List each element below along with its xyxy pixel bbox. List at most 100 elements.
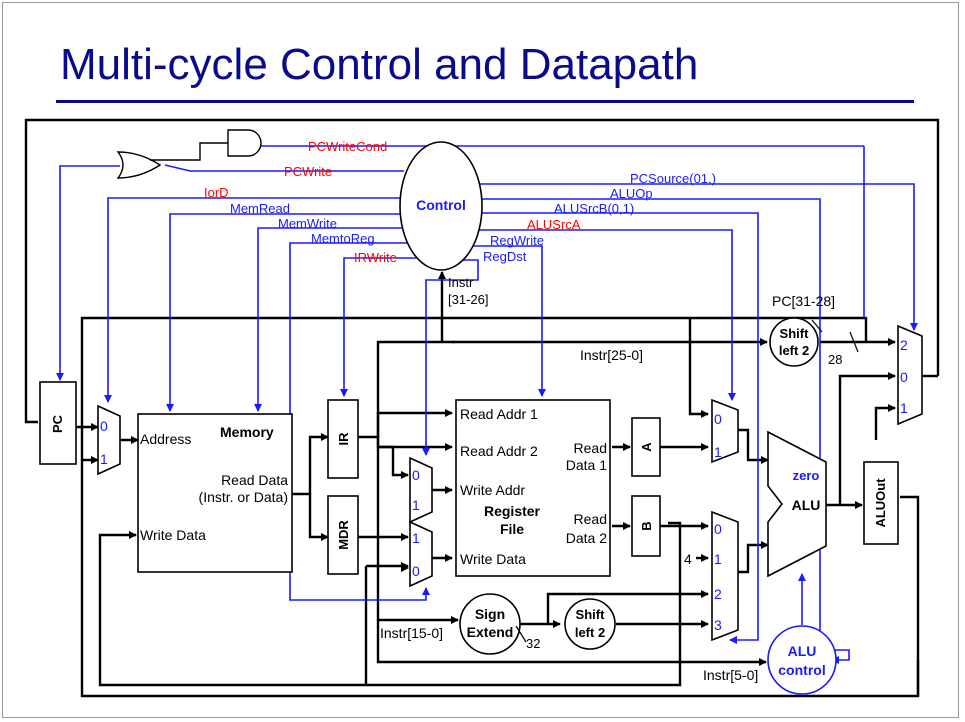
signal-memread: MemRead — [230, 201, 290, 216]
alu — [767, 430, 827, 578]
shift-upper-line2: left 2 — [779, 343, 809, 358]
bus-instr-15-0: Instr[15-0] — [380, 625, 443, 641]
slide-title: Multi-cycle Control and Datapath — [60, 40, 699, 89]
register-file — [455, 399, 611, 577]
alu-control-line2: control — [778, 662, 825, 678]
address-mux-input-1: 1 — [100, 451, 108, 467]
rf-read-addr-2: Read Addr 2 — [460, 443, 538, 459]
memtoreg-mux-input-1: 1 — [412, 530, 420, 546]
alu-control-line1: ALU — [788, 643, 817, 659]
alusrcb-mux-input-2: 2 — [714, 586, 722, 602]
bus-instr-5-0: Instr[5-0] — [703, 667, 758, 683]
sign-extend-line2: Extend — [467, 624, 514, 640]
rf-read-data-2-a: Read — [574, 511, 607, 527]
register-b — [631, 495, 661, 557]
memtoreg-mux-input-0: 0 — [412, 563, 420, 579]
pc-label: PC — [50, 414, 65, 433]
memtoreg-mux — [409, 520, 433, 588]
signal-regwrite: RegWrite — [490, 233, 544, 248]
shift-lower-line2: left 2 — [575, 625, 605, 640]
control-instr-range: [31-26] — [448, 292, 488, 307]
memory-title: Memory — [220, 424, 274, 440]
and-gate — [227, 129, 262, 157]
register-file-ports: Read Addr 1 Read Addr 2 Write Addr Write… — [460, 406, 607, 567]
signal-alusrcb: ALUSrcB(0,1) — [554, 201, 634, 216]
memory-read-data-sub: (Instr. or Data) — [199, 489, 288, 505]
instruction-register — [327, 399, 359, 479]
pcsource-mux-input-2: 2 — [900, 337, 908, 353]
control-wires — [56, 145, 918, 664]
reg-a-label: A — [639, 442, 654, 452]
memory-address-port: Address — [140, 431, 191, 447]
bus-pc-31-28: PC[31-28] — [772, 293, 835, 309]
control-signal-labels: PCWriteCond PCWrite IorD MemRead MemWrit… — [204, 139, 716, 265]
alu-label: ALU — [792, 497, 821, 513]
pcsource-mux-input-0: 0 — [900, 369, 908, 385]
mdr-label: MDR — [336, 520, 351, 550]
memory-read-data-port: Read Data — [221, 472, 288, 488]
alu-zero-label: zero — [793, 468, 820, 483]
control-unit — [399, 141, 483, 271]
aluout-register — [863, 461, 899, 545]
alusrca-mux — [711, 398, 739, 464]
signal-alusrca: ALUSrcA — [527, 217, 581, 232]
reg-b-label: B — [639, 521, 654, 530]
bus-instr-25-0: Instr[25-0] — [580, 347, 643, 363]
signal-memwrite: MemWrite — [278, 216, 337, 231]
shift-lower-line1: Shift — [576, 607, 606, 622]
signal-aluop: ALUOp — [610, 186, 653, 201]
bus-width-32: 32 — [526, 636, 540, 651]
alu-control — [767, 625, 837, 695]
signal-regdst: RegDst — [483, 249, 527, 264]
signal-pcsource: PCSource(01,) — [630, 171, 716, 186]
pcsource-mux — [897, 324, 923, 426]
bus-width-28: 28 — [828, 352, 842, 367]
shift-upper-line1: Shift — [780, 326, 810, 341]
regdst-mux-input-1: 1 — [412, 497, 420, 513]
alusrcb-mux-input-3: 3 — [714, 617, 722, 633]
regdst-mux-input-0: 0 — [412, 467, 420, 483]
aluout-label: ALUOut — [873, 478, 888, 528]
or-gate — [116, 151, 162, 179]
rf-title-1: Register — [484, 503, 541, 519]
signal-iord: IorD — [204, 185, 229, 200]
rf-title-2: File — [500, 521, 524, 537]
pc-register — [39, 381, 77, 465]
memory-block — [137, 413, 293, 573]
rf-read-addr-1: Read Addr 1 — [460, 406, 538, 422]
memory-data-register — [327, 495, 359, 575]
alusrcb-mux-input-0: 0 — [714, 521, 722, 537]
constant-four: 4 — [684, 551, 692, 567]
sign-extend — [459, 593, 521, 655]
ir-label: IR — [336, 432, 351, 446]
control-instr-label: Instr — [448, 275, 474, 290]
address-mux — [97, 404, 121, 476]
title-rule — [56, 100, 914, 103]
signal-pcwritecond: PCWriteCond — [308, 139, 387, 154]
shift-left-2-upper — [769, 317, 819, 367]
alusrca-mux-input-0: 0 — [714, 411, 722, 427]
alusrcb-mux-input-1: 1 — [714, 551, 722, 567]
rf-read-data-1-b: Data 1 — [566, 457, 607, 473]
sign-extend-line1: Sign — [475, 606, 505, 622]
rf-write-addr: Write Addr — [460, 482, 525, 498]
signal-memtoreg: MemtoReg — [311, 231, 375, 246]
rf-write-data: Write Data — [460, 551, 526, 567]
alusrca-mux-input-1: 1 — [714, 444, 722, 460]
rf-read-data-1-a: Read — [574, 440, 607, 456]
rf-read-data-2-b: Data 2 — [566, 530, 607, 546]
memory-write-data-port: Write Data — [140, 527, 206, 543]
regdst-mux — [409, 456, 433, 524]
signal-irwrite: IRWrite — [354, 250, 397, 265]
pcsource-mux-input-1: 1 — [900, 400, 908, 416]
signal-pcwrite: PCWrite — [284, 164, 332, 179]
alusrcb-mux — [711, 510, 739, 642]
register-a — [631, 417, 661, 477]
shift-left-2-lower — [564, 598, 616, 650]
address-mux-input-0: 0 — [100, 418, 108, 434]
datapath-wires — [24, 118, 940, 698]
control-label: Control — [416, 197, 466, 213]
